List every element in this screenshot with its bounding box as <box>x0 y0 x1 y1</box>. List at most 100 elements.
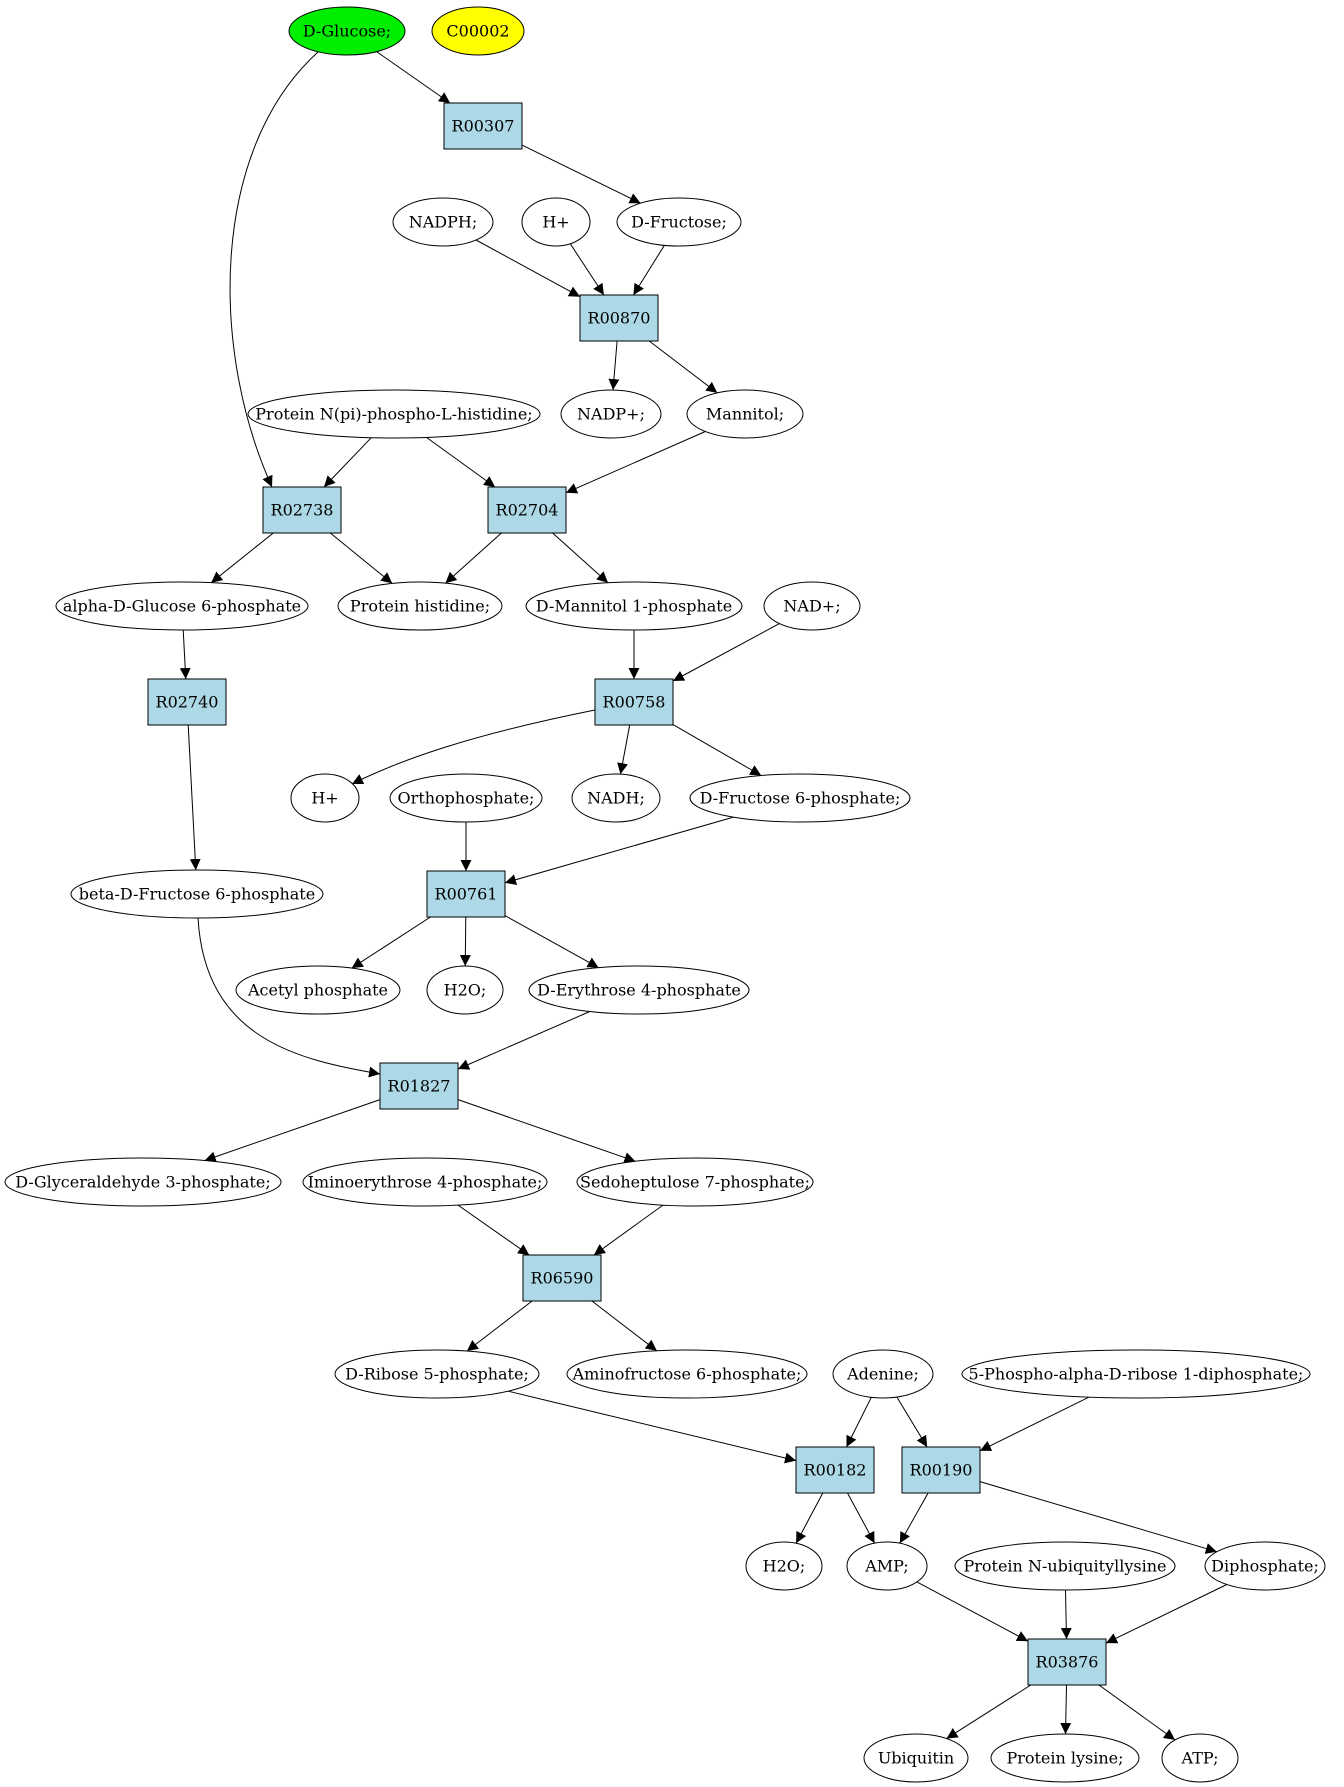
compound-glucose[interactable]: D-Glucose; <box>288 6 406 56</box>
reaction-box <box>487 486 567 534</box>
compound-adenine[interactable]: Adenine; <box>832 1349 934 1399</box>
reaction-R00182[interactable]: R00182 <box>795 1446 875 1494</box>
compound-label: Protein N(pi)-phospho-L-histidine; <box>255 405 532 424</box>
compound-ellipse <box>846 1541 928 1591</box>
reaction-label: R02738 <box>271 501 334 520</box>
compound-label: 5-Phospho-alpha-D-ribose 1-diphosphate; <box>969 1365 1304 1384</box>
edge-R02704-to-mannitol1p <box>552 532 609 584</box>
edge-R02738-to-protein_his <box>329 532 393 584</box>
reaction-box <box>379 1062 459 1110</box>
edge-R00761-to-acetyl_phosphate <box>351 916 431 969</box>
edge-nad-to-R00758 <box>672 623 780 682</box>
reaction-box <box>147 678 227 726</box>
compound-label: Aminofructose 6-phosphate; <box>572 1365 802 1384</box>
edge-R06590-to-aminofructose6p <box>591 1300 658 1352</box>
compound-amp[interactable]: AMP; <box>846 1541 928 1591</box>
compound-ellipse <box>576 1157 814 1207</box>
compound-nadp[interactable]: NADP+; <box>560 389 662 439</box>
reaction-R06590[interactable]: R06590 <box>522 1254 602 1302</box>
compound-ellipse <box>337 581 503 631</box>
compound-ellipse <box>521 197 591 247</box>
compound-acetyl_phosphate[interactable]: Acetyl phosphate <box>235 965 401 1015</box>
compound-label: Protein lysine; <box>1006 1749 1123 1768</box>
compound-label: NADPH; <box>409 213 478 232</box>
compound-fructose[interactable]: D-Fructose; <box>616 197 742 247</box>
compound-ellipse <box>302 1157 548 1207</box>
compound-protein_ubiq_lys[interactable]: Protein N-ubiquityllysine <box>954 1541 1176 1591</box>
edge-fructose-to-R00870 <box>632 245 665 296</box>
edge-R00758-to-f6p <box>672 724 762 776</box>
edge-R02704-to-protein_his <box>445 532 502 584</box>
edge-erythrose4p-to-R01827 <box>457 1011 590 1070</box>
edge-mannitol-to-R02704 <box>565 431 706 494</box>
edge-glucose-to-R00307 <box>376 51 451 104</box>
reaction-R00190[interactable]: R00190 <box>901 1446 981 1494</box>
reaction-label: R02704 <box>496 501 559 520</box>
compound-label: Mannitol; <box>706 405 784 424</box>
compound-protein_phospho_his[interactable]: Protein N(pi)-phospho-L-histidine; <box>247 389 541 439</box>
reaction-R03876[interactable]: R03876 <box>1027 1638 1107 1686</box>
compound-hplus1[interactable]: H+ <box>521 197 591 247</box>
compound-s7p[interactable]: Sedoheptulose 7-phosphate; <box>576 1157 814 1207</box>
compound-prpp[interactable]: 5-Phospho-alpha-D-ribose 1-diphosphate; <box>961 1349 1311 1399</box>
reaction-label: R02740 <box>156 693 219 712</box>
compound-mannitol[interactable]: Mannitol; <box>686 389 804 439</box>
compound-atp[interactable]: ATP; <box>1161 1733 1239 1783</box>
compound-label: C00002 <box>446 22 509 41</box>
compound-g3p[interactable]: D-Glyceraldehyde 3-phosphate; <box>4 1157 282 1207</box>
compound-nadh[interactable]: NADH; <box>571 773 661 823</box>
reaction-box <box>262 486 342 534</box>
compound-h2o2[interactable]: H2O; <box>745 1541 823 1591</box>
compound-ellipse <box>1161 1733 1239 1783</box>
reaction-R00307[interactable]: R00307 <box>443 102 523 150</box>
reaction-label: R06590 <box>531 1269 594 1288</box>
compound-mannitol1p[interactable]: D-Mannitol 1-phosphate <box>525 581 743 631</box>
compound-ellipse <box>571 773 661 823</box>
edge-iminoerythrose4p-to-R06590 <box>457 1204 530 1256</box>
compound-hplus2[interactable]: H+ <box>290 773 360 823</box>
compound-erythrose4p[interactable]: D-Erythrose 4-phosphate <box>528 965 750 1015</box>
edge-R00761-to-erythrose4p <box>504 915 599 969</box>
reaction-label: R00870 <box>588 309 651 328</box>
compound-beta_f6p[interactable]: beta-D-Fructose 6-phosphate <box>70 869 324 919</box>
compound-iminoerythrose4p[interactable]: Iminoerythrose 4-phosphate; <box>302 1157 548 1207</box>
compound-f6p[interactable]: D-Fructose 6-phosphate; <box>689 773 911 823</box>
reaction-R01827[interactable]: R01827 <box>379 1062 459 1110</box>
edge-R00182-to-amp <box>847 1492 876 1544</box>
compound-ellipse <box>1204 1541 1326 1591</box>
compound-ribose5p[interactable]: D-Ribose 5-phosphate; <box>334 1349 540 1399</box>
edge-R00182-to-h2o2 <box>795 1492 824 1544</box>
compound-ellipse <box>763 581 861 631</box>
reaction-R02704[interactable]: R02704 <box>487 486 567 534</box>
compound-ellipse <box>832 1349 934 1399</box>
compound-nadph[interactable]: NADPH; <box>392 197 494 247</box>
reaction-R02740[interactable]: R02740 <box>147 678 227 726</box>
compound-protein_lysine[interactable]: Protein lysine; <box>990 1733 1140 1783</box>
compound-nad[interactable]: NAD+; <box>763 581 861 631</box>
compound-label: Iminoerythrose 4-phosphate; <box>308 1173 543 1192</box>
edge-R03876-to-protein_lysine <box>1060 1684 1072 1735</box>
reaction-R00758[interactable]: R00758 <box>594 678 674 726</box>
reaction-R00870[interactable]: R00870 <box>579 294 659 342</box>
compound-orthophosphate[interactable]: Orthophosphate; <box>389 773 543 823</box>
edge-alpha_g6p-to-R02740 <box>179 629 191 680</box>
reaction-box <box>795 1446 875 1494</box>
compound-label: D-Ribose 5-phosphate; <box>345 1365 529 1384</box>
compound-alpha_g6p[interactable]: alpha-D-Glucose 6-phosphate <box>55 581 309 631</box>
compound-diphosphate[interactable]: Diphosphate; <box>1204 1541 1326 1591</box>
edge-R03876-to-atp <box>1098 1684 1176 1741</box>
compound-ubiquitin[interactable]: Ubiquitin <box>863 1733 969 1783</box>
compound-aminofructose6p[interactable]: Aminofructose 6-phosphate; <box>566 1349 808 1399</box>
compound-c00002[interactable]: C00002 <box>431 6 525 56</box>
reaction-R02738[interactable]: R02738 <box>262 486 342 534</box>
compound-protein_his[interactable]: Protein histidine; <box>337 581 503 631</box>
reaction-R00761[interactable]: R00761 <box>426 870 506 918</box>
edge-adenine-to-R00182 <box>846 1397 872 1448</box>
edge-R02738-to-alpha_g6p <box>210 532 274 584</box>
compound-ellipse <box>290 773 360 823</box>
edge-protein_ubiq_lys-to-R03876 <box>1060 1589 1072 1640</box>
compound-h2o1[interactable]: H2O; <box>426 965 504 1015</box>
reaction-box <box>522 1254 602 1302</box>
reaction-box <box>426 870 506 918</box>
